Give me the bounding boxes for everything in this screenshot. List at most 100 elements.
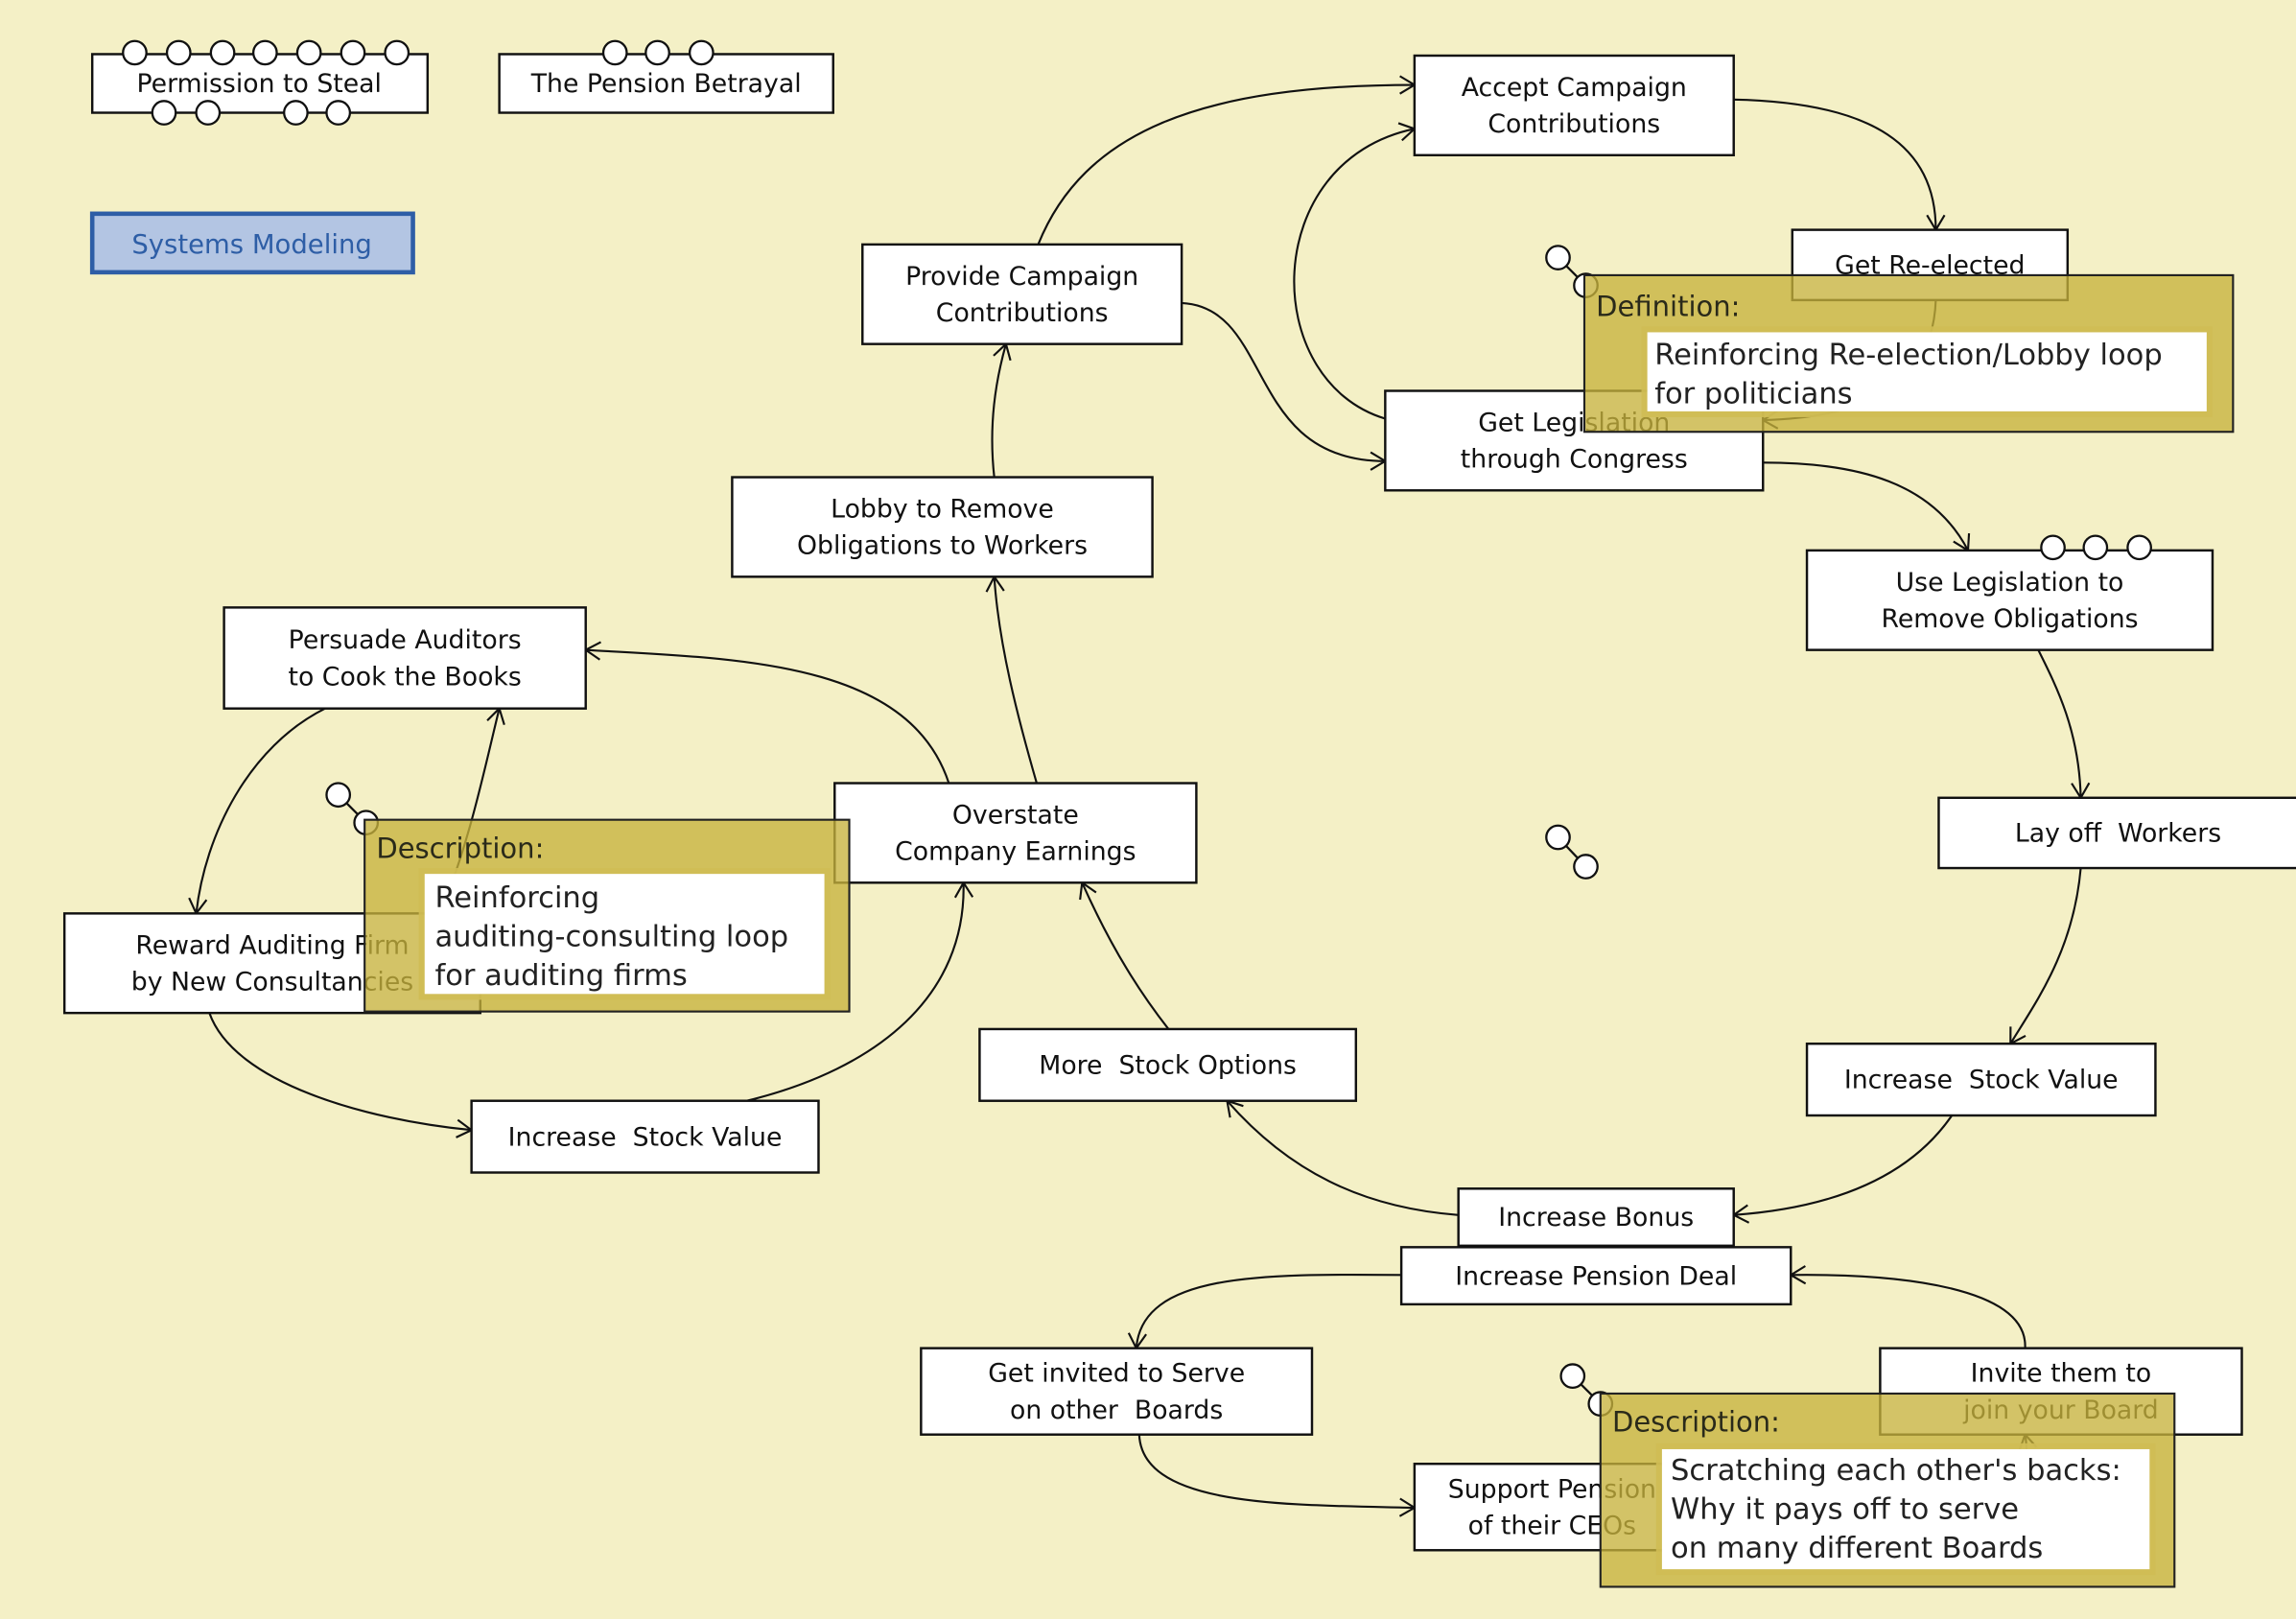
popup-body-line: Why it pays off to serve [1671,1492,2019,1526]
pension-betrayal-ports [601,39,715,66]
node-label: Contributions [936,298,1109,328]
edge-increasestock_right-to-bonus[interactable] [1731,1115,1954,1224]
port-icon[interactable] [601,39,628,66]
node-box [223,606,587,710]
edge-persuade-to-reward[interactable] [188,707,326,916]
port-icon[interactable] [384,39,410,66]
port-icon[interactable] [122,39,148,66]
node-label: Invite them to [1971,1359,2152,1389]
edge-pensiondeal-to-invited[interactable] [1127,1273,1402,1350]
node-label: Company Earnings [895,837,1136,867]
edge-invited-to-support[interactable] [1137,1434,1417,1517]
node-box [1805,549,2214,651]
edge-accept-to-reelected[interactable] [1733,98,1946,232]
node-label: Reward Auditing Firm [135,930,409,960]
popup-definition-politicians[interactable]: Definition:Reinforcing Re-election/Lobby… [1582,273,2235,434]
node-box [861,243,1183,345]
popup-text-area[interactable] [424,874,825,995]
edge-overstate-to-persuade[interactable] [583,641,950,784]
node-label: Overstate [952,801,1079,831]
node-morestock[interactable]: More Stock Options [978,1027,1358,1102]
node-label: Persuade Auditors [289,625,522,655]
popups-layer: Definition:Reinforcing Re-election/Lobby… [363,273,2235,1588]
edge-provide-to-legislation[interactable] [1182,301,1388,471]
port-icon[interactable] [295,39,322,66]
port-icon[interactable] [283,100,309,126]
popup-description-auditing[interactable]: Description:Reinforcingauditing-consulti… [363,818,851,1013]
node-label: Lobby to Remove [831,495,1054,525]
node-label: Contributions [1488,109,1660,139]
edges-layer [188,75,2091,1517]
port-icon[interactable] [644,39,670,66]
edge-provide-to-accept[interactable] [1037,75,1417,246]
port-icon[interactable] [2040,534,2066,561]
use-legislation-ports [2040,534,2152,561]
node-box [1937,796,2296,870]
node-label: Use Legislation to [1896,568,2124,598]
node-label: Lay off Workers [2015,819,2221,849]
node-label: Increase Bonus [1498,1203,1694,1232]
edge-layoff-to-increasestock_right[interactable] [2009,867,2082,1045]
port-icon[interactable] [251,39,278,66]
popup-description-boards[interactable]: Description: Scratching each other's back… [1599,1392,2176,1588]
systems-modeling-button[interactable]: Systems Modeling [89,211,415,275]
systems-modeling-label: Systems Modeling [131,230,371,260]
node-bonus[interactable]: Increase Bonus [1457,1187,1735,1248]
node-increasestock_left[interactable]: Increase Stock Value [470,1099,820,1174]
node-box [1384,389,1765,492]
port-icon[interactable] [325,100,352,126]
node-label: through Congress [1461,445,1688,475]
node-box [470,1099,820,1174]
node-pensiondeal[interactable]: Increase Pension Deal [1399,1246,1792,1306]
node-increasestock_right[interactable]: Increase Stock Value [1805,1042,2157,1117]
popup-body-line: Reinforcing Re-election/Lobby loop [1654,339,2162,372]
edge-bonus-to-morestock[interactable] [1226,1099,1459,1216]
node-box [1413,54,1735,157]
port-icon[interactable] [340,39,366,66]
popup-body-line: auditing-consulting loop [434,921,788,954]
port-icon[interactable] [195,100,222,126]
port-icon[interactable] [209,39,236,66]
popup-text-area[interactable] [1661,1448,2150,1570]
node-label: Remove Obligations [1881,604,2138,634]
node-layoff[interactable]: Lay off Workers [1937,796,2296,870]
port-icon[interactable] [165,39,192,66]
edge-invite-to-pensiondeal[interactable] [1789,1265,2027,1349]
header-node-pension-betrayal[interactable]: The Pension Betrayal [498,53,834,114]
popup-text-area[interactable] [1647,332,2207,411]
port-icon[interactable] [688,39,715,66]
popup-body-line: Scratching each other's backs: [1671,1454,2121,1488]
link-port-icon[interactable] [1545,824,1599,880]
edge-increasestock_left-to-overstate[interactable] [746,880,974,1102]
edge-morestock-to-overstate[interactable] [1079,880,1170,1030]
popup-title: Description: [1612,1406,1780,1439]
edge-legislation-to-uselegislation[interactable] [1763,461,1971,552]
edge-overstate-to-lobby[interactable] [985,575,1038,784]
port-icon[interactable] [151,100,177,126]
port-icon[interactable] [2126,534,2152,561]
node-box [1457,1187,1735,1248]
popup-body-line: for auditing firms [434,959,687,993]
edge-lobby-to-provide[interactable] [991,341,1012,478]
permission-ports [122,39,410,126]
edge-uselegislation-to-layoff[interactable] [2037,649,2091,800]
edge-reward-to-increasestock_left[interactable] [208,1012,474,1138]
node-uselegislation[interactable]: Use Legislation to Remove Obligations [1805,549,2214,651]
node-label: Increase Stock Value [1844,1066,2119,1095]
port-icon[interactable] [2082,534,2109,561]
header-node-label: The Pension Betrayal [530,69,802,99]
popup-body-line: on many different Boards [1671,1532,2043,1565]
header-node-label: Permission to Steal [136,69,382,99]
edge-legislation-to-accept[interactable] [1293,122,1417,420]
node-box [1399,1246,1792,1306]
node-box [920,1347,1314,1436]
node-box [1805,1042,2157,1117]
